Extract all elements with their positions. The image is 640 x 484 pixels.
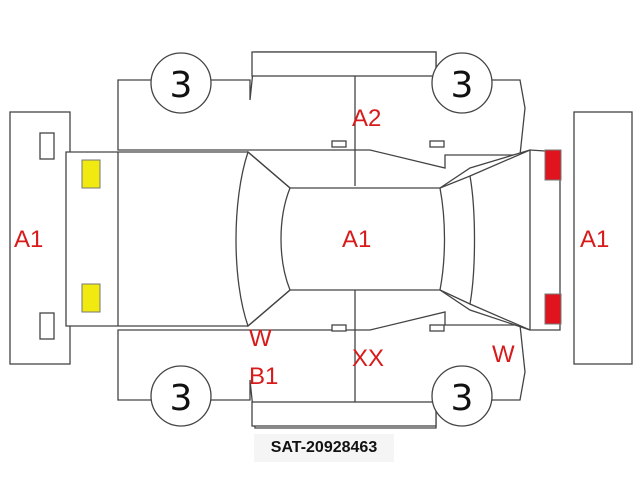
roof-edge-top [251, 51, 437, 77]
wheel-rear-left [431, 52, 493, 114]
mark-right-door-front: W [249, 325, 272, 352]
windshield [235, 150, 291, 328]
mark-right-door-rear: XX [352, 345, 384, 372]
wheel-rear-right-label: 3 [451, 378, 474, 419]
mark-roof: A2 [352, 105, 381, 132]
rear-window [439, 175, 476, 305]
vehicle-id-caption: SAT-20928463 [254, 434, 394, 462]
top-view-body [65, 149, 561, 331]
rear-light-left [544, 149, 562, 181]
roof-edge-bottom [251, 401, 437, 427]
wheel-front-left-label: 3 [170, 65, 193, 106]
mark-rear-bumper: A1 [580, 226, 609, 253]
wheel-front-right-label: 3 [170, 378, 193, 419]
left-side-body [117, 51, 526, 169]
right-side-body [117, 311, 526, 429]
mark-right-rear-quarter: W [492, 341, 515, 368]
front-light-right [81, 283, 101, 313]
mark-front-bumper: A1 [14, 226, 43, 253]
mark-right-door-front-lower: B1 [249, 363, 278, 390]
wheel-rear-left-label: 3 [451, 65, 474, 106]
front-bumper-detail-top [39, 132, 55, 160]
mark-hood: A1 [342, 226, 371, 253]
front-light-left [81, 159, 101, 189]
wheel-front-right [150, 365, 212, 427]
wheel-rear-right [431, 365, 493, 427]
rear-bumper-panel [573, 111, 633, 365]
rear-light-right [544, 293, 562, 325]
wheel-front-left [150, 52, 212, 114]
front-bumper-detail-bottom [39, 312, 55, 340]
